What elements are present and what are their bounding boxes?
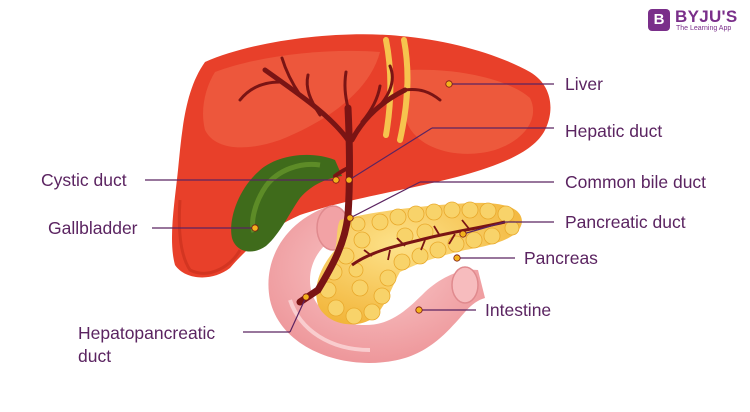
marker-intestine — [415, 306, 423, 314]
marker-pancreatic-duct — [459, 230, 467, 238]
marker-liver — [445, 80, 453, 88]
leader-hepatopancreatic-duct — [289, 296, 307, 333]
label-hepatic-duct: Hepatic duct — [565, 121, 663, 141]
leader-lines — [145, 83, 554, 333]
bile-duct-tree — [238, 56, 442, 306]
label-common-bile-duct: Common bile duct — [565, 172, 707, 192]
marker-cystic-duct — [332, 176, 340, 184]
brand-mark: B — [648, 9, 670, 31]
leader-pancreatic-duct — [462, 221, 506, 235]
label-intestine: Intestine — [485, 300, 552, 320]
leader-common-bile-duct — [349, 181, 421, 219]
label-liver: Liver — [565, 74, 603, 94]
marker-hepatic-duct — [345, 176, 353, 184]
label-cystic-duct: Cystic duct — [41, 170, 127, 190]
marker-common-bile-duct — [346, 214, 354, 222]
pancreas-shape — [316, 201, 522, 325]
label-pancreas: Pancreas — [524, 248, 598, 268]
label-pancreatic-duct: Pancreatic duct — [565, 212, 686, 232]
label-gallbladder: Gallbladder — [48, 218, 138, 238]
label-hepatopancreatic-duct-line2: duct — [78, 346, 112, 366]
marker-hepatopancreatic-duct — [302, 293, 310, 301]
leader-hepatic-duct — [348, 127, 433, 181]
gallbladder-shape — [231, 154, 342, 252]
markers — [251, 80, 467, 314]
label-hepatopancreatic-duct-line1: Hepatopancreatic — [78, 323, 216, 343]
brand-name: BYJU'S — [675, 7, 738, 26]
marker-gallbladder — [251, 224, 259, 232]
brand-logo: B BYJU'S The Learning App — [648, 7, 748, 35]
brand-tagline: The Learning App — [676, 25, 732, 32]
marker-pancreas — [453, 254, 461, 262]
